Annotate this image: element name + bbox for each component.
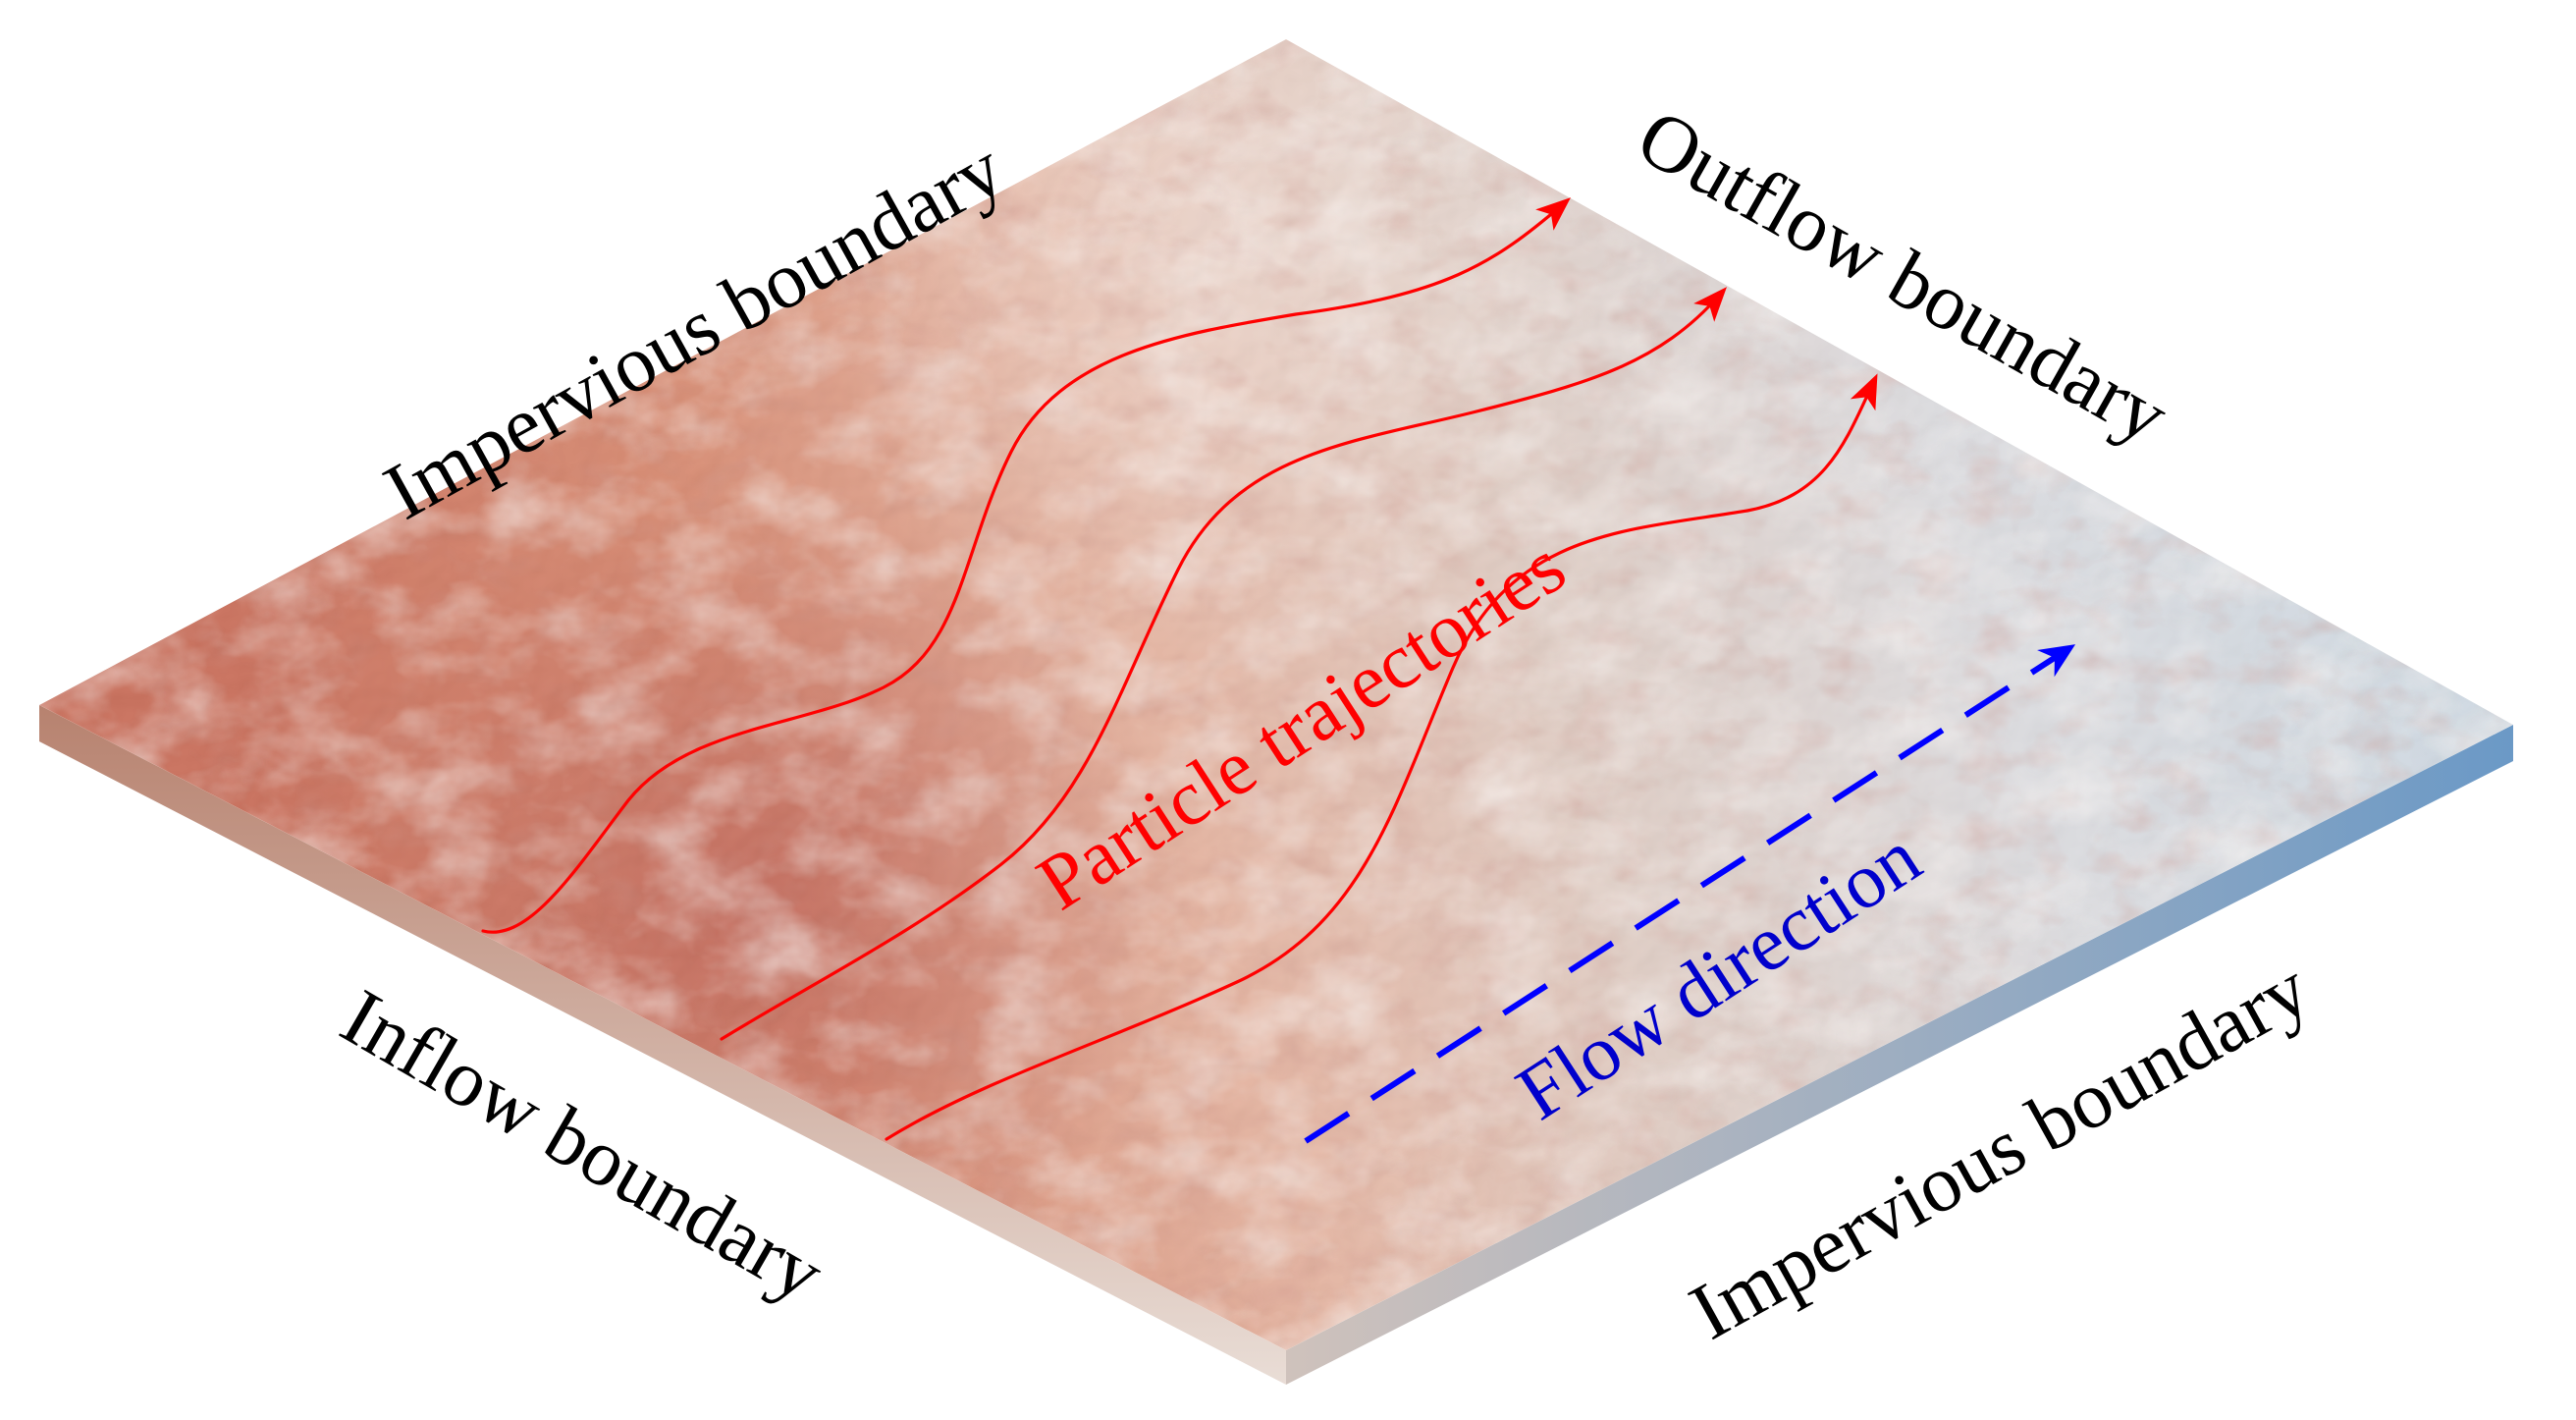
particle-trajectories — [481, 197, 1878, 1141]
slab-side-right — [1286, 725, 2513, 1385]
trajectory-1 — [481, 197, 1572, 934]
trajectory-3 — [885, 373, 1878, 1141]
trajectory-2 — [720, 287, 1728, 1041]
slab-side-left — [39, 705, 1286, 1385]
flow-direction-arrow — [1304, 644, 2076, 1144]
